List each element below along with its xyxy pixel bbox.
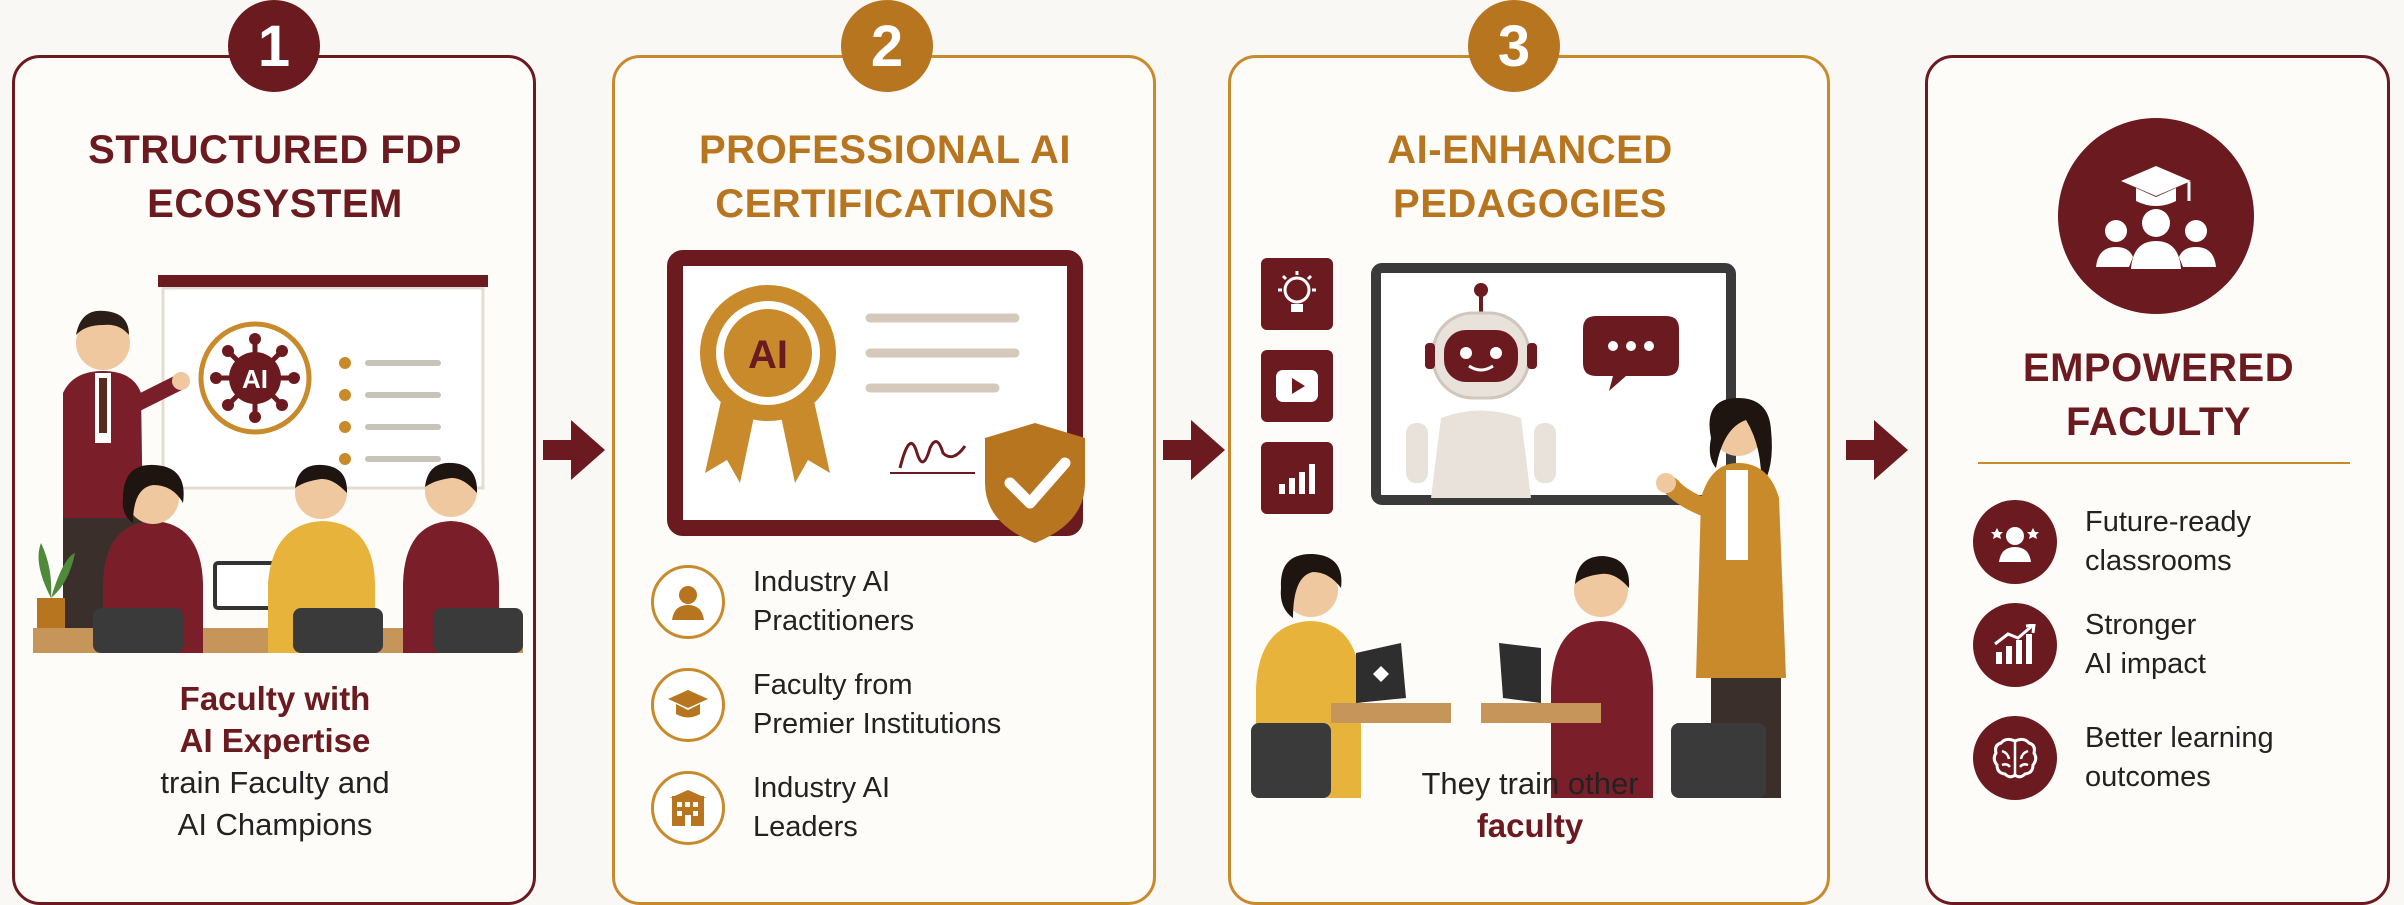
list-item-practitioners: Industry AI Practitioners [651,563,914,641]
item-label: Leaders [753,811,858,843]
result-title-line1: EMPOWERED [2022,346,2295,390]
arrow-right-icon [543,420,605,480]
arrow-right-icon [1846,420,1908,480]
step-3-number-badge: 3 [1468,0,1560,92]
result-title: EMPOWERED FACULTY [1928,341,2389,449]
item-label: Stronger [2085,609,2197,641]
arrow-right-icon [1163,420,1225,480]
list-item-leaders: Industry AI Leaders [651,769,890,847]
result-title-line2: FACULTY [2066,400,2251,444]
step-2-title: PROFESSIONAL AI CERTIFICATIONS [615,123,1155,231]
caption-line-1: They train other [1421,766,1639,801]
step-1-title-line1: STRUCTURED FDP [88,128,462,172]
step-1-card: STRUCTURED FDP ECOSYSTEM AI [12,55,536,905]
step-3-title: AI-ENHANCED PEDAGOGIES [1231,123,1829,231]
lightbulb-icon [1261,258,1333,330]
board-ai-label: AI [242,364,268,394]
step-2-title-line2: CERTIFICATIONS [715,182,1055,226]
classroom-robot-illustration [1251,263,1786,798]
caption-line-4: AI Champions [177,807,373,842]
list-item-future-ready: Future-ready classrooms [1973,500,2251,584]
item-label: Industry AI [753,566,891,598]
item-label: Faculty from [753,669,913,701]
item-label: AI impact [2085,648,2206,680]
list-item-ai-impact: Stronger AI impact [1973,603,2206,687]
item-label: Industry AI [753,772,891,804]
item-label: outcomes [2085,761,2211,793]
play-video-icon [1261,350,1333,422]
step-2-number-badge: 2 [841,0,933,92]
faculty-group-icon [2058,118,2254,314]
certificate-seal-label: AI [748,333,788,377]
item-label: classrooms [2085,545,2232,577]
person-icon [651,565,725,639]
step-3-card: AI-ENHANCED PEDAGOGIES [1228,55,1830,905]
brain-icon [1973,716,2057,800]
step-1-title-line2: ECOSYSTEM [147,182,403,226]
step-2-card: PROFESSIONAL AI CERTIFICATIONS AI Indust… [612,55,1156,905]
result-card: EMPOWERED FACULTY Future-ready classrooms… [1925,55,2390,905]
divider [1978,462,2350,464]
step-3-title-line1: AI-ENHANCED [1387,128,1673,172]
list-item-learning-outcomes: Better learning outcomes [1973,716,2274,800]
star-person-icon [1973,500,2057,584]
item-label: Practitioners [753,605,915,637]
item-label: Premier Institutions [753,708,1002,740]
growth-chart-icon [1973,603,2057,687]
bar-chart-icon [1261,442,1333,514]
caption-emphasis-2: AI Expertise [179,722,371,759]
certificate-illustration: AI [667,250,1085,543]
step-2-title-line1: PROFESSIONAL AI [699,128,1071,172]
caption-line-3: train Faculty and [160,765,390,800]
item-label: Better learning [2085,722,2274,754]
training-session-illustration: AI [33,275,523,653]
item-label: Future-ready [2085,506,2252,538]
step-3-title-line2: PEDAGOGIES [1393,182,1667,226]
caption-emphasis: faculty [1476,807,1584,844]
step-3-caption: They train other faculty [1231,763,1829,847]
building-icon [651,771,725,845]
step-1-number-badge: 1 [228,0,320,92]
step-1-title: STRUCTURED FDP ECOSYSTEM [15,123,535,231]
step-1-caption: Faculty with AI Expertise train Faculty … [15,678,535,846]
caption-emphasis-1: Faculty with [179,680,371,717]
graduation-cap-icon [651,668,725,742]
